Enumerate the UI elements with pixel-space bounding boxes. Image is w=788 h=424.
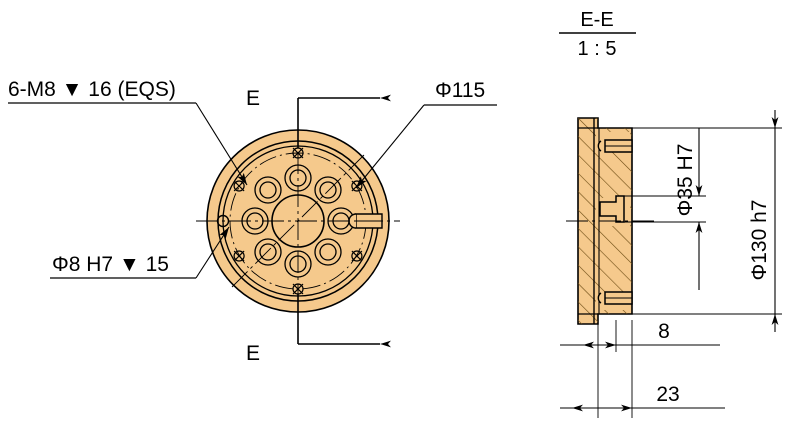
section-view-group: Φ35 H7 Φ130 h7 8 23 xyxy=(560,110,782,418)
dimension-outer-diameter-text: Φ130 h7 xyxy=(748,200,771,281)
section-title-label: E-E xyxy=(580,9,613,31)
dimension-bore-diameter-text: Φ35 H7 xyxy=(674,144,697,217)
counterbore-hole xyxy=(314,176,342,204)
callout-tapped-holes-text: 6-M8 ▼ 16 (EQS) xyxy=(8,78,176,101)
tapped-hole xyxy=(233,250,245,262)
dimension-bore-diameter: Φ35 H7 xyxy=(674,128,703,290)
section-title-block: E-E 1 : 5 xyxy=(559,9,636,60)
section-tapped-hole-lower xyxy=(597,291,633,305)
dimension-flange-thickness-text: 8 xyxy=(658,320,670,343)
front-view-group: E E 6-M8 ▼ 16 (EQS) Φ8 H7 ▼ 15 Φ115 xyxy=(8,78,497,365)
callout-dowel-hole-leader xyxy=(195,226,230,279)
counterbore-hole xyxy=(254,176,282,204)
callout-dowel-hole: Φ8 H7 ▼ 15 xyxy=(50,226,230,279)
callout-bolt-circle: Φ115 xyxy=(355,79,497,189)
callout-tapped-holes-leader xyxy=(195,102,248,186)
section-extension-lines xyxy=(597,127,782,418)
section-mark-label-bottom: E xyxy=(246,342,260,365)
center-line-diagonal xyxy=(231,154,365,288)
counterbore-hole xyxy=(314,238,342,266)
section-cut-line-e-e xyxy=(297,94,391,348)
tapped-hole-ring xyxy=(233,147,363,295)
counterbore-hole xyxy=(254,238,282,266)
dimension-outer-diameter: Φ130 h7 xyxy=(748,110,779,332)
callout-bolt-circle-text: Φ115 xyxy=(435,79,485,102)
section-scale-label: 1 : 5 xyxy=(578,38,617,60)
callout-bolt-circle-leader xyxy=(355,104,425,189)
dimension-flange-thickness: 8 xyxy=(560,320,720,349)
dimension-overall-length-text: 23 xyxy=(656,383,679,406)
dimension-overall-length: 23 xyxy=(560,383,725,412)
section-mark-label-top: E xyxy=(246,87,260,110)
tapped-hole xyxy=(351,250,363,262)
callout-dowel-hole-text: Φ8 H7 ▼ 15 xyxy=(52,253,169,276)
section-tapped-hole-upper xyxy=(597,139,633,153)
callout-tapped-holes: 6-M8 ▼ 16 (EQS) xyxy=(8,78,248,186)
